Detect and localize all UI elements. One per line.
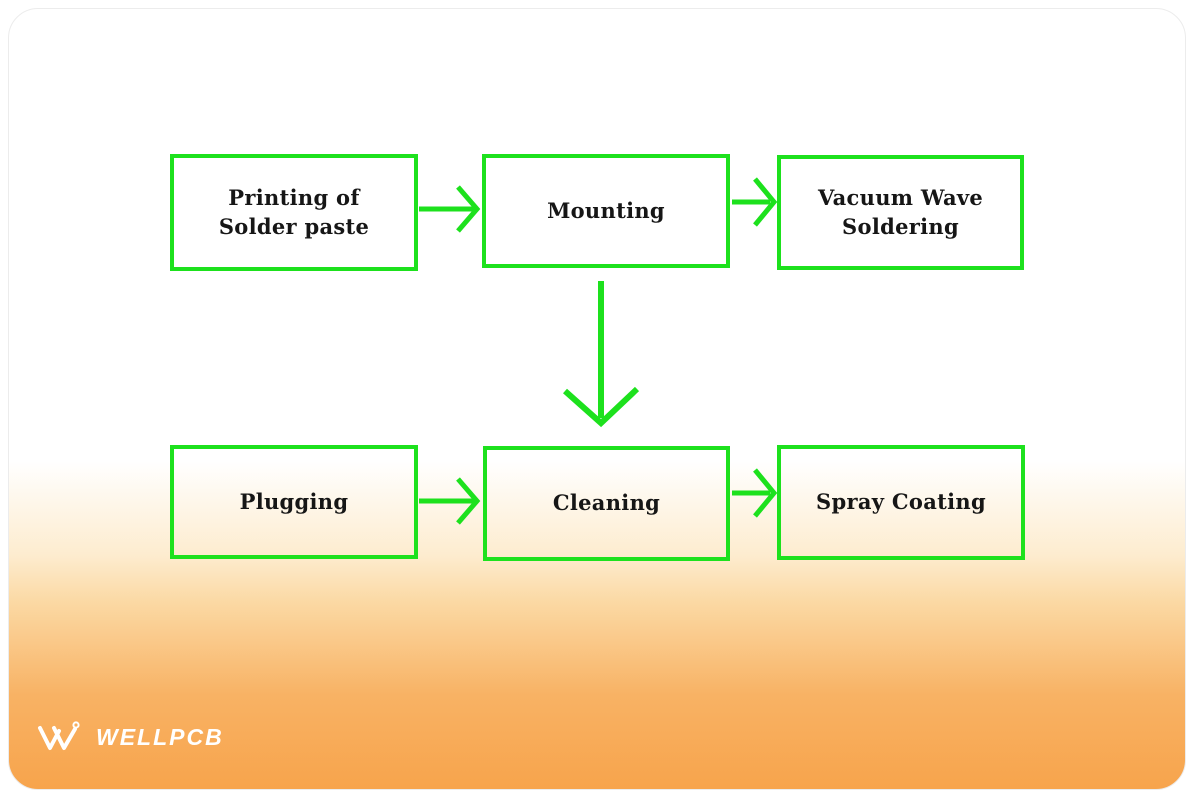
node-label: Mounting (547, 197, 665, 223)
node-label: Spray Coating (816, 489, 986, 515)
node-label: Vacuum Wave Soldering (817, 185, 984, 239)
node-label: Printing of Solder paste (218, 185, 370, 239)
node-printing-of-solder-paste: Printing of Solder paste (170, 154, 418, 271)
node-plugging: Plugging (170, 445, 418, 559)
node-mounting: Mounting (482, 154, 730, 268)
node-spray-coating: Spray Coating (777, 445, 1025, 560)
node-cleaning: Cleaning (483, 446, 730, 561)
node-label: Cleaning (552, 490, 661, 516)
node-label: Plugging (239, 488, 349, 514)
node-vacuum-wave-soldering: Vacuum Wave Soldering (777, 155, 1024, 270)
wellpcb-w-icon (38, 721, 80, 750)
brand-logo: WELLPCB (36, 720, 224, 754)
gradient-card (8, 8, 1186, 790)
brand-name: WELLPCB (96, 723, 224, 750)
